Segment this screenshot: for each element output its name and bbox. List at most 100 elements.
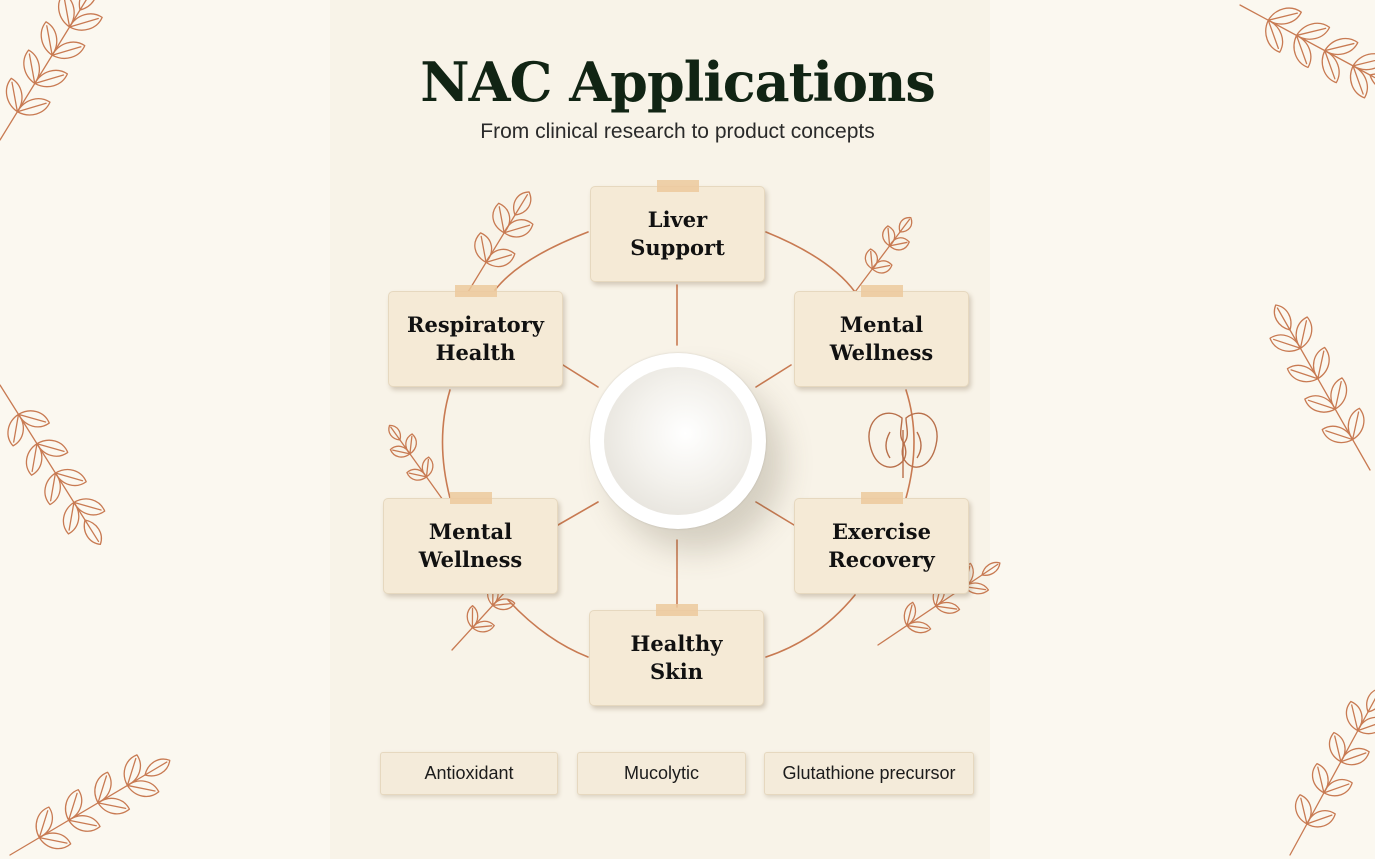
leaf-icon [421,456,434,478]
property-label: Mucolytic [623,763,699,783]
outer-ring-arc [494,231,589,291]
leaf-icon [1324,37,1359,56]
outer-ring-arc [507,599,589,658]
leaf-icon [888,237,910,251]
leaf-icon [388,424,402,441]
leaf-icon [1340,747,1370,766]
leaf-icon [16,98,51,116]
leaf-icon [981,561,1001,576]
leaf-icon [1294,794,1312,825]
leaf-icon [1295,316,1313,349]
card-respiratory-health: Respiratory Health [388,285,563,387]
connector-lines [441,231,915,658]
leaf-icon [1273,304,1292,331]
property-pill: Antioxidant [380,752,558,795]
tape-strip [449,492,492,504]
leaf-icon [1321,425,1354,444]
card-healthy-skin: Healthy Skin [589,604,764,706]
leaf-icon [34,69,69,88]
leaf-icon [492,202,511,234]
leaf-icon [7,413,24,447]
outer-ring-arc [765,594,856,658]
outer-ring-arc [765,231,856,293]
sprig-stem [1289,711,1369,856]
leaf-icon [1304,395,1336,413]
leaf-icon [406,468,428,481]
powder-bowl-icon [590,353,766,529]
property-label: Glutathione precursor [782,763,956,783]
leaf-icon [51,41,86,59]
leaf-icon [903,601,917,627]
leaf-icon [83,519,102,546]
card-label: Mental Wellness [418,519,523,572]
property-pill: Glutathione precursor [764,752,974,795]
leaf-icon [1369,73,1375,92]
card-label: Exercise Recovery [828,519,935,572]
leaf-icon [78,0,98,11]
leaf-icon [471,620,495,633]
card-mental-wellness-left: Mental Wellness [383,492,558,594]
spoke-line [557,501,599,526]
spoke-line [755,364,792,388]
leaf-icon [492,598,516,611]
leaf-icon [35,806,53,839]
card-exercise-recovery: Exercise Recovery [794,492,969,594]
leaf-icon [882,225,896,247]
outer-ring-arc [441,389,451,499]
page-subtitle: From clinical research to product concep… [480,120,875,143]
leaf-icon [1295,22,1331,40]
tape-strip [454,285,497,297]
leaf-icon [1311,762,1329,794]
leaf-icon [1312,346,1330,380]
leaf-icon [144,758,171,777]
leaf-icon [1328,731,1346,763]
leaf-icon [36,439,69,457]
leaf-icon [38,832,72,850]
card-label: Liver Support [630,207,725,260]
card-label: Respiratory Health [407,312,544,365]
leaf-icon [97,797,131,815]
spoke-line [562,364,599,388]
leaf-icon [1267,7,1302,25]
leaf-icon [503,219,534,238]
leaf-icon [1269,334,1302,352]
property-pill: Mucolytic [577,752,746,795]
leaf-icon [68,13,103,31]
sprig-stem [9,774,146,856]
leaf-icon [126,780,160,798]
leaf-icon [40,21,58,56]
leaf-icon [864,248,879,270]
tape-strip [655,604,698,616]
leaf-icon [1347,407,1365,441]
card-label: Mental Wellness [829,312,934,365]
leaf-icon [1330,377,1348,410]
leaf-icon [405,433,417,455]
leaf-icon [513,191,532,216]
property-label: Antioxidant [424,763,514,783]
card-liver-support: Liver Support [590,180,765,282]
sprig-stem [1239,4,1371,76]
leaf-icon [898,216,913,233]
leaf-icon [1352,53,1375,71]
sprig-stem [1289,329,1371,471]
nac-powder [604,367,752,515]
leaf-icon [44,472,61,506]
leaf-icon [1306,810,1336,828]
tape-strip [860,285,903,297]
leaf-icon [1357,716,1375,735]
leaf-icon [5,77,23,113]
leaf-icon [389,445,411,458]
leaf-icon [474,232,493,264]
tape-strip [860,492,903,504]
leaf-icon [23,49,41,85]
leaf-icon [17,410,50,428]
leaf-icon [1345,700,1363,732]
leaf-icon [906,621,932,634]
leaf-icon [1286,364,1319,383]
leaf-icon [62,501,80,535]
sprig-stem [0,9,81,141]
leaf-icon [68,815,101,832]
leaf-icon [1366,687,1375,713]
leaf-icon [1323,779,1353,797]
leaf-icon [73,498,106,516]
